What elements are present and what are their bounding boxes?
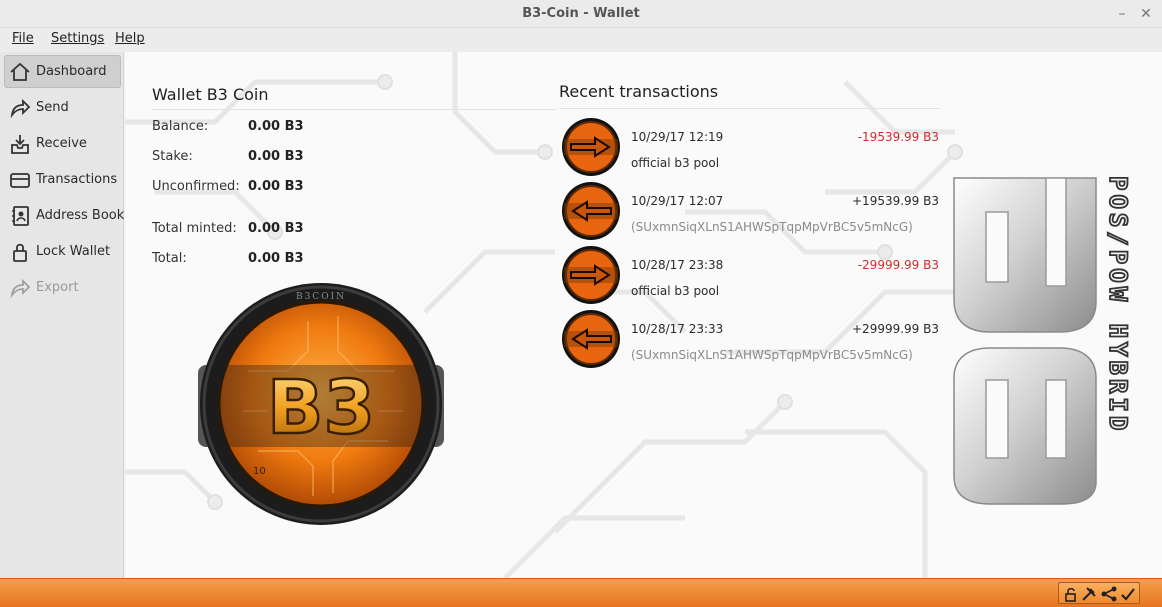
stake-value: 0.00 B3 bbox=[248, 149, 304, 164]
transaction-date: 10/28/17 23:33 bbox=[631, 322, 724, 336]
balance-value: 0.00 B3 bbox=[248, 119, 304, 134]
sidebar-item-lock-wallet[interactable]: Lock Wallet bbox=[4, 235, 121, 268]
address-book-icon bbox=[12, 206, 29, 226]
unconfirmed-value: 0.00 B3 bbox=[248, 179, 304, 194]
total-minted-label: Total minted: bbox=[152, 221, 237, 236]
close-button[interactable]: ✕ bbox=[1140, 6, 1152, 22]
sidebar-item-label: Transactions bbox=[36, 172, 118, 187]
transaction-date: 10/29/17 12:19 bbox=[631, 130, 724, 144]
staking-tools-icon[interactable] bbox=[1081, 586, 1097, 602]
network-connections-icon[interactable] bbox=[1101, 586, 1117, 602]
unconfirmed-label: Unconfirmed: bbox=[152, 179, 240, 194]
transaction-amount: +19539.99 B3 bbox=[852, 194, 939, 208]
sidebar-item-dashboard[interactable]: Dashboard bbox=[4, 55, 121, 88]
transaction-row[interactable]: 10/28/17 23:33 +29999.99 B3 (SUxmnSiqXLn… bbox=[561, 309, 941, 369]
transaction-row[interactable]: 10/28/17 23:38 -29999.99 B3 official b3 … bbox=[561, 245, 941, 305]
window-title: B3-Coin - Wallet bbox=[522, 6, 640, 21]
synced-checkmark-icon[interactable] bbox=[1120, 586, 1136, 602]
stake-label: Stake: bbox=[152, 149, 193, 164]
unlock-icon[interactable] bbox=[1063, 586, 1079, 602]
total-value: 0.00 B3 bbox=[248, 251, 304, 266]
total-label: Total: bbox=[152, 251, 187, 266]
transaction-address: (SUxmnSiqXLnS1AHWSpTqpMpVrBC5v5mNcG) bbox=[631, 348, 913, 362]
sidebar-item-export[interactable]: Export bbox=[4, 271, 121, 304]
sidebar-item-receive[interactable]: Receive bbox=[4, 127, 121, 160]
transaction-row[interactable]: 10/29/17 12:19 -19539.99 B3 official b3 … bbox=[561, 117, 941, 177]
stake-row: Stake: 0.00 B3 bbox=[152, 149, 452, 167]
minimize-button[interactable]: – bbox=[1118, 6, 1126, 22]
lock-icon bbox=[13, 243, 27, 262]
transaction-amount: -29999.99 B3 bbox=[857, 258, 939, 272]
sidebar-item-send[interactable]: Send bbox=[4, 91, 121, 124]
send-arrow-icon bbox=[10, 98, 31, 118]
transaction-amount: -19539.99 B3 bbox=[857, 130, 939, 144]
sidebar-item-label: Dashboard bbox=[36, 64, 107, 79]
transaction-label: official b3 pool bbox=[631, 284, 720, 298]
coin-ring-text: B3COIN bbox=[296, 292, 346, 302]
menu-settings[interactable]: Settings bbox=[51, 31, 104, 46]
transaction-date: 10/29/17 12:07 bbox=[631, 194, 724, 208]
coin-center-text: B3 bbox=[267, 365, 375, 451]
export-arrow-icon bbox=[10, 278, 31, 298]
dashboard-panel: Wallet B3 Coin Balance: 0.00 B3 Stake: 0… bbox=[125, 52, 1162, 578]
transaction-address: (SUxmnSiqXLnS1AHWSpTqpMpVrBC5v5mNcG) bbox=[631, 220, 913, 234]
menu-help[interactable]: Help bbox=[115, 31, 145, 46]
menu-bar: File Settings Help bbox=[0, 28, 1162, 52]
recent-transactions-title: Recent transactions bbox=[559, 82, 719, 101]
menu-help-label: Help bbox=[115, 31, 145, 46]
coin-small-text: 10 bbox=[253, 466, 266, 477]
sidebar-item-label: Export bbox=[36, 280, 79, 295]
home-icon bbox=[10, 62, 30, 81]
menu-settings-label: Settings bbox=[51, 31, 105, 46]
outgoing-arrow-icon bbox=[562, 246, 620, 304]
sidebar-item-label: Address Book bbox=[36, 208, 125, 223]
sidebar-item-label: Receive bbox=[36, 136, 87, 151]
pos-pow-hybrid-text: POS/POW HYBRID bbox=[1104, 176, 1132, 434]
card-icon bbox=[10, 173, 30, 188]
status-icons bbox=[1058, 582, 1140, 604]
sidebar-item-label: Send bbox=[36, 100, 69, 115]
receive-inbox-icon bbox=[11, 135, 29, 154]
total-row: Total: 0.00 B3 bbox=[152, 251, 452, 269]
total-minted-value: 0.00 B3 bbox=[248, 221, 304, 236]
wallet-divider bbox=[152, 109, 557, 110]
b3-brand-logo: POS/POW HYBRID bbox=[953, 175, 1133, 505]
sidebar-item-transactions[interactable]: Transactions bbox=[4, 163, 121, 196]
sidebar-item-address-book[interactable]: Address Book bbox=[4, 199, 125, 232]
outgoing-arrow-icon bbox=[562, 118, 620, 176]
transaction-label: official b3 pool bbox=[631, 156, 720, 170]
recent-divider bbox=[559, 108, 939, 109]
incoming-arrow-icon bbox=[562, 310, 620, 368]
status-bar bbox=[0, 578, 1162, 607]
transaction-date: 10/28/17 23:38 bbox=[631, 258, 724, 272]
wallet-title: Wallet B3 Coin bbox=[152, 85, 269, 104]
b3-coin-logo: B3COIN B3 10 bbox=[198, 283, 444, 525]
sidebar: Dashboard Send Receive Transactions Addr… bbox=[0, 52, 124, 578]
sidebar-item-label: Lock Wallet bbox=[36, 244, 111, 259]
unconfirmed-row: Unconfirmed: 0.00 B3 bbox=[152, 179, 452, 197]
title-bar: B3-Coin - Wallet – ✕ bbox=[0, 0, 1162, 28]
menu-file-label: File bbox=[12, 31, 34, 46]
balance-row: Balance: 0.00 B3 bbox=[152, 119, 452, 137]
transaction-amount: +29999.99 B3 bbox=[852, 322, 939, 336]
total-minted-row: Total minted: 0.00 B3 bbox=[152, 221, 452, 239]
balance-label: Balance: bbox=[152, 119, 209, 134]
menu-file[interactable]: File bbox=[12, 31, 34, 46]
incoming-arrow-icon bbox=[562, 182, 620, 240]
transaction-row[interactable]: 10/29/17 12:07 +19539.99 B3 (SUxmnSiqXLn… bbox=[561, 181, 941, 241]
